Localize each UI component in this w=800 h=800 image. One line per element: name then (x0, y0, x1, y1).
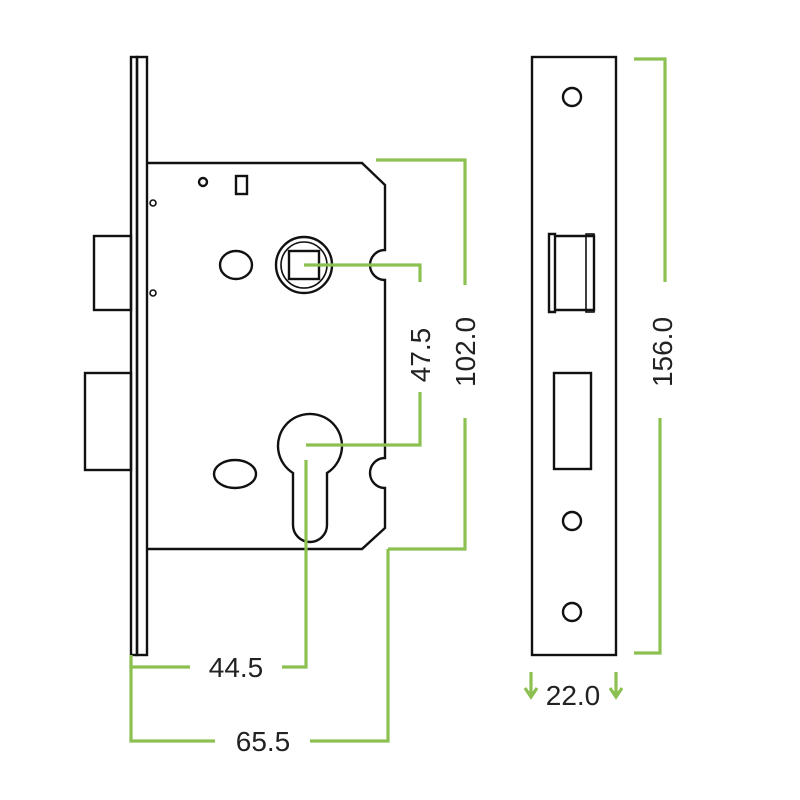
pin-lower (149, 289, 157, 297)
dimension-lines (129, 57, 667, 743)
deadbolt-front (552, 371, 593, 471)
screw-hole-top (561, 86, 583, 108)
dim-line-47-5 (304, 263, 422, 447)
latch-front (547, 232, 596, 314)
dim-line-156 (634, 57, 667, 655)
label-44-5: 44.5 (209, 652, 264, 683)
dim-line-65-5 (129, 549, 390, 743)
screw-hole-bottom (561, 601, 583, 623)
latch-front-edge (585, 233, 595, 313)
forend-front-view (530, 55, 618, 657)
label-47-5: 47.5 (405, 328, 436, 383)
fixing-hole-upper (218, 249, 254, 281)
small-lug (234, 174, 249, 196)
latch-bolt (92, 234, 133, 312)
lock-case (147, 161, 387, 551)
pin-upper (149, 199, 157, 207)
forend-inner (135, 55, 149, 657)
screw-hole-middle (561, 510, 583, 532)
dim-line-102 (376, 158, 467, 551)
euro-cylinder-keyhole (276, 412, 344, 544)
lock-side-view (83, 55, 387, 657)
screw-dot (197, 176, 209, 188)
dimension-labels: 47.5 102.0 44.5 65.5 156.0 22.0 (209, 317, 678, 757)
dead-bolt (83, 371, 133, 472)
label-22: 22.0 (546, 680, 601, 711)
label-156: 156.0 (647, 317, 678, 387)
forend-plate (530, 55, 618, 657)
dim-line-44-5 (129, 460, 308, 669)
dim-line-22 (523, 672, 624, 700)
fixing-hole-lower (212, 458, 258, 490)
label-102: 102.0 (450, 317, 481, 387)
label-65-5: 65.5 (236, 726, 291, 757)
